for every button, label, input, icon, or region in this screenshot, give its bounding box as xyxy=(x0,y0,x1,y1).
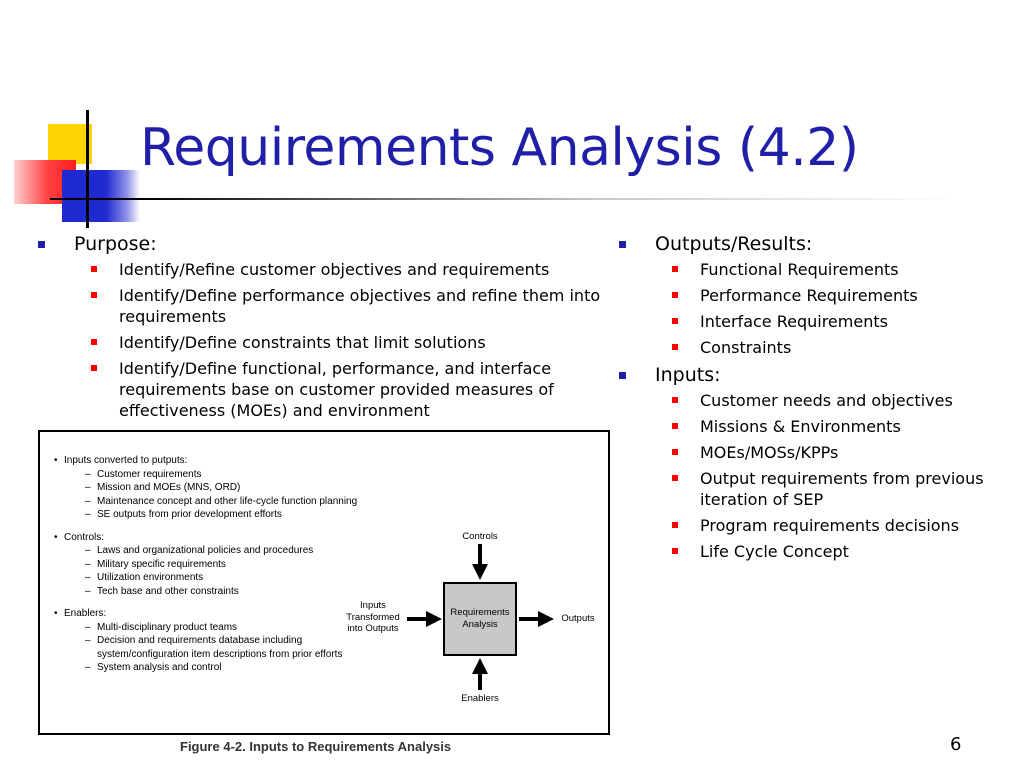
red-square-bullet-icon xyxy=(672,522,678,528)
outputs-label: Outputs xyxy=(561,613,595,624)
red-square-bullet-icon xyxy=(672,318,678,324)
purpose-item-text: Identify/Define constraints that limit s… xyxy=(119,333,486,352)
input-item-text: Customer needs and objectives xyxy=(700,391,953,410)
purpose-item: Identify/Define functional, performance,… xyxy=(74,358,601,421)
purpose-item-text: Identify/Define performance objectives a… xyxy=(119,286,601,326)
figure-group-item: Military specific requirements xyxy=(50,558,370,572)
red-square-bullet-icon xyxy=(672,548,678,554)
output-item-text: Interface Requirements xyxy=(700,312,888,331)
figure-group-item: Mission and MOEs (MNS, ORD) xyxy=(50,481,370,495)
requirements-analysis-figure: Inputs converted to putputs: Customer re… xyxy=(38,430,610,735)
figure-group-item: Tech base and other constraints xyxy=(50,585,370,599)
figure-arrows xyxy=(407,544,554,690)
input-item: Program requirements decisions xyxy=(655,515,1017,536)
figure-group-item: Decision and requirements database inclu… xyxy=(50,634,370,661)
figure-group-item: Laws and organizational policies and pro… xyxy=(50,544,370,558)
purpose-item: Identify/Define constraints that limit s… xyxy=(74,332,601,353)
red-square-bullet-icon xyxy=(91,339,97,345)
logo-blue-fade xyxy=(106,170,140,222)
logo-blue-square xyxy=(62,170,106,222)
logo-yellow-square xyxy=(48,124,92,164)
controls-label: Controls xyxy=(462,531,498,542)
input-item: Output requirements from previous iterat… xyxy=(655,468,1017,510)
figure-text-list: Inputs converted to putputs: Customer re… xyxy=(50,454,370,675)
red-square-bullet-icon xyxy=(91,365,97,371)
purpose-item-text: Identify/Refine customer objectives and … xyxy=(119,260,550,279)
input-item-text: MOEs/MOSs/KPPs xyxy=(700,443,839,462)
blue-square-bullet-icon xyxy=(38,241,45,248)
figure-group-item: SE outputs from prior development effort… xyxy=(50,508,370,522)
outputs-bullet: Outputs/Results: Functional Requirements… xyxy=(617,232,1017,358)
output-item-text: Performance Requirements xyxy=(700,286,918,305)
red-square-bullet-icon xyxy=(91,266,97,272)
page-number: 6 xyxy=(950,734,962,755)
outputs-inputs-column: Outputs/Results: Functional Requirements… xyxy=(617,232,1017,567)
enablers-label: Enablers xyxy=(461,693,499,704)
input-item-text: Life Cycle Concept xyxy=(700,542,849,561)
purpose-item: Identify/Define performance objectives a… xyxy=(74,285,601,327)
blue-square-bullet-icon xyxy=(619,241,626,248)
output-item: Performance Requirements xyxy=(655,285,1017,306)
title-vertical-rule xyxy=(86,110,89,228)
red-square-bullet-icon xyxy=(672,292,678,298)
input-item-text: Output requirements from previous iterat… xyxy=(700,469,984,509)
figure-group-item: Maintenance concept and other life-cycle… xyxy=(50,495,370,509)
output-item: Functional Requirements xyxy=(655,259,1017,280)
red-square-bullet-icon xyxy=(672,344,678,350)
figure-caption: Figure 4-2. Inputs to Requirements Analy… xyxy=(180,739,452,754)
input-item: Customer needs and objectives xyxy=(655,390,1017,411)
output-item: Constraints xyxy=(655,337,1017,358)
red-square-bullet-icon xyxy=(91,292,97,298)
title-underline-rule xyxy=(50,198,960,200)
requirements-analysis-box: Requirements Analysis xyxy=(443,582,517,656)
figure-group-item: System analysis and control xyxy=(50,661,370,675)
inputs-heading: Inputs: xyxy=(655,364,721,386)
figure-group-heading: Inputs converted to putputs: xyxy=(50,454,370,468)
slide-title: Requirements Analysis (4.2) xyxy=(140,118,859,178)
red-square-bullet-icon xyxy=(672,475,678,481)
inputs-bullet: Inputs: Customer needs and objectives Mi… xyxy=(617,363,1017,562)
output-item: Interface Requirements xyxy=(655,311,1017,332)
red-square-bullet-icon xyxy=(672,266,678,272)
figure-group-heading: Enablers: xyxy=(50,607,370,621)
input-item-text: Program requirements decisions xyxy=(700,516,960,535)
input-item-text: Missions & Environments xyxy=(700,417,901,436)
purpose-item-text: Identify/Define functional, performance,… xyxy=(119,359,554,420)
figure-group-heading: Controls: xyxy=(50,531,370,545)
blue-square-bullet-icon xyxy=(619,372,626,379)
output-item-text: Functional Requirements xyxy=(700,260,899,279)
purpose-bullet: Purpose: Identify/Refine customer object… xyxy=(36,232,601,421)
requirements-analysis-label: Requirements Analysis xyxy=(450,607,510,630)
purpose-column: Purpose: Identify/Refine customer object… xyxy=(36,232,601,426)
purpose-heading: Purpose: xyxy=(74,233,157,255)
input-item: MOEs/MOSs/KPPs xyxy=(655,442,1017,463)
figure-group-item: Multi-disciplinary product teams xyxy=(50,621,370,635)
outputs-heading: Outputs/Results: xyxy=(655,233,813,255)
red-square-bullet-icon xyxy=(672,397,678,403)
red-square-bullet-icon xyxy=(672,449,678,455)
output-item-text: Constraints xyxy=(700,338,792,357)
input-item: Missions & Environments xyxy=(655,416,1017,437)
figure-group-item: Customer requirements xyxy=(50,468,370,482)
input-item: Life Cycle Concept xyxy=(655,541,1017,562)
inputs-transformed-label: Inputs Transformed into Outputs xyxy=(346,600,400,634)
purpose-item: Identify/Refine customer objectives and … xyxy=(74,259,601,280)
red-square-bullet-icon xyxy=(672,423,678,429)
figure-group-item: Utilization environments xyxy=(50,571,370,585)
